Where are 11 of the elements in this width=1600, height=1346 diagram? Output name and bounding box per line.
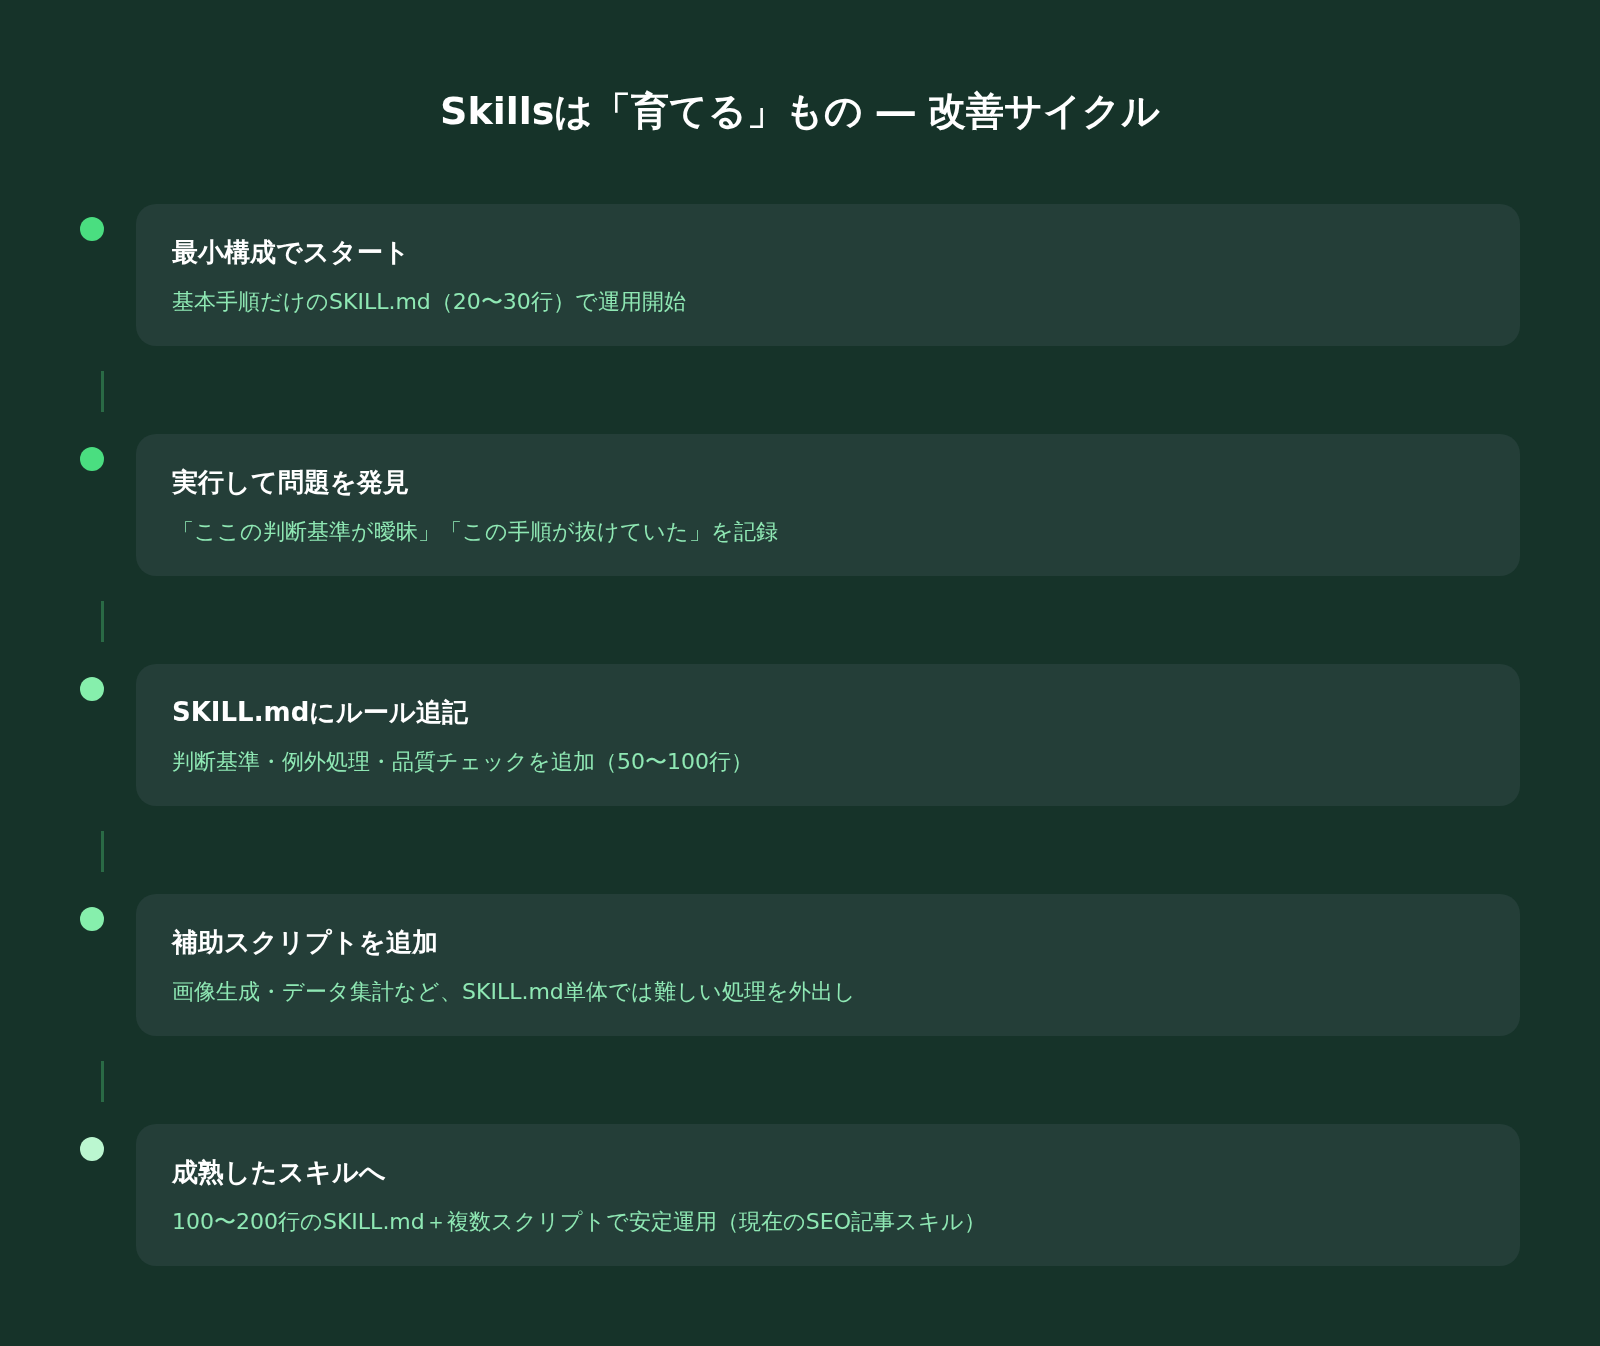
step-description: 100〜200行のSKILL.md＋複数スクリプトで安定運用（現在のSEO記事スキル） (172, 1208, 986, 1236)
diagram-title: Skillsは「育てる」もの ― 改善サイクル (440, 89, 1160, 133)
step-heading: 最小構成でスタート (172, 236, 410, 269)
step-heading: 実行して問題を発見 (172, 466, 409, 499)
step-description: 基本手順だけのSKILL.md（20〜30行）で運用開始 (172, 288, 686, 316)
step-description: 画像生成・データ集計など、SKILL.md単体では難しい処理を外出し (172, 978, 856, 1006)
step-heading: 成熟したスキルへ (172, 1156, 386, 1189)
step-description: 判断基準・例外処理・品質チェックを追加（50〜100行） (172, 748, 753, 776)
step-heading: 補助スクリプトを追加 (172, 926, 438, 959)
step-heading: SKILL.mdにルール追記 (172, 696, 469, 729)
step-description: 「ここの判断基準が曖昧」「この手順が抜けていた」を記録 (172, 518, 778, 546)
